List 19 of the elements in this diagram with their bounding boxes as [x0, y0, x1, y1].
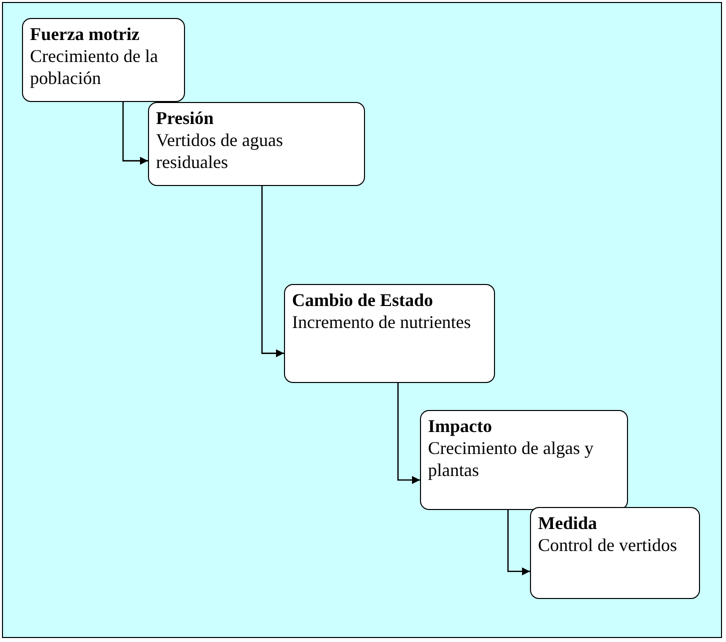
box-heading: Impacto	[428, 415, 493, 437]
process-box	[420, 410, 628, 510]
box-text: Control de vertidos	[538, 534, 678, 556]
process-box	[148, 102, 365, 186]
box-text: Vertidos de aguas residuales	[156, 129, 284, 173]
box-heading: Presión	[156, 107, 215, 129]
box-text: Crecimiento de la población	[30, 45, 159, 89]
box-heading: Cambio de Estado	[292, 289, 434, 311]
arrow	[122, 102, 148, 165]
process-box	[284, 284, 495, 383]
arrow	[261, 186, 284, 358]
process-box	[22, 18, 185, 102]
box-text: Incremento de nutrientes	[292, 311, 472, 333]
box-text: Crecimiento de algas y plantas	[428, 437, 594, 481]
arrow	[397, 383, 420, 484]
box-heading: Fuerza motriz	[30, 23, 140, 45]
box-heading: Medida	[538, 512, 598, 534]
process-box	[530, 507, 700, 599]
arrow	[507, 510, 530, 576]
